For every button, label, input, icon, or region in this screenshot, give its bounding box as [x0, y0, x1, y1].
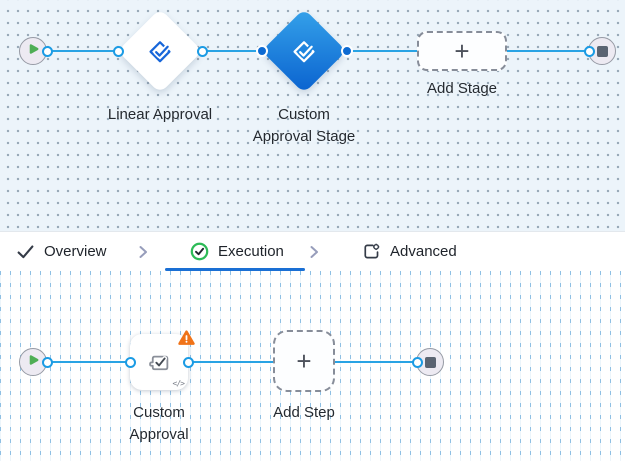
stop-icon	[424, 356, 436, 368]
connector-port[interactable]	[196, 45, 208, 57]
add-step-label: Add Step	[273, 404, 335, 421]
active-tab-underline	[165, 268, 305, 271]
code-badge-icon: </>	[172, 379, 185, 388]
stage-node-label: Custom Approval Stage	[252, 106, 356, 145]
connector-port[interactable]	[41, 45, 53, 57]
add-stage-button[interactable]: +	[417, 31, 507, 71]
plus-icon: +	[454, 36, 470, 66]
connector-port[interactable]	[583, 45, 595, 57]
step-node-label: Custom Approval	[129, 404, 189, 443]
tab-advanced[interactable]: Advanced	[362, 232, 457, 271]
add-stage-label: Add Stage	[426, 80, 498, 97]
chevron-right-icon	[305, 232, 323, 271]
connector-port[interactable]	[124, 356, 136, 368]
tab-overview[interactable]: Overview	[16, 232, 107, 271]
chevron-right-icon	[134, 232, 152, 271]
stage-node-custom-approval-stage[interactable]	[261, 8, 347, 94]
step-flow-edge	[33, 361, 430, 363]
stage-node-linear-approval[interactable]	[117, 8, 203, 94]
connector-port[interactable]	[411, 356, 423, 368]
tab-execution[interactable]: Execution	[190, 232, 284, 271]
plus-icon: +	[296, 346, 312, 376]
add-step-button[interactable]: +	[273, 330, 335, 392]
puzzle-check-icon	[148, 355, 168, 370]
warning-icon[interactable]	[178, 330, 195, 351]
stage-tabbar: Overview Execution Advanced	[0, 231, 625, 271]
connector-port[interactable]	[256, 45, 268, 57]
stop-icon	[596, 45, 608, 57]
check-circle-icon	[190, 242, 209, 261]
check-icon	[17, 245, 34, 259]
connector-port[interactable]	[41, 356, 53, 368]
stage-end-node[interactable]	[588, 37, 616, 65]
stage-check-icon	[293, 40, 315, 62]
play-icon	[25, 41, 41, 62]
play-icon	[25, 352, 41, 373]
connector-port[interactable]	[341, 45, 353, 57]
settings-panel-icon	[364, 243, 380, 259]
connector-port[interactable]	[182, 356, 194, 368]
connector-port[interactable]	[112, 45, 124, 57]
stage-canvas[interactable]: Linear Approval Custom Approval Stage + …	[0, 0, 625, 231]
stage-node-label: Linear Approval	[107, 106, 213, 123]
stage-start-node[interactable]	[19, 37, 47, 65]
stage-check-icon	[149, 40, 171, 62]
step-canvas[interactable]: </> Custom Approval + Add Step	[0, 271, 625, 461]
